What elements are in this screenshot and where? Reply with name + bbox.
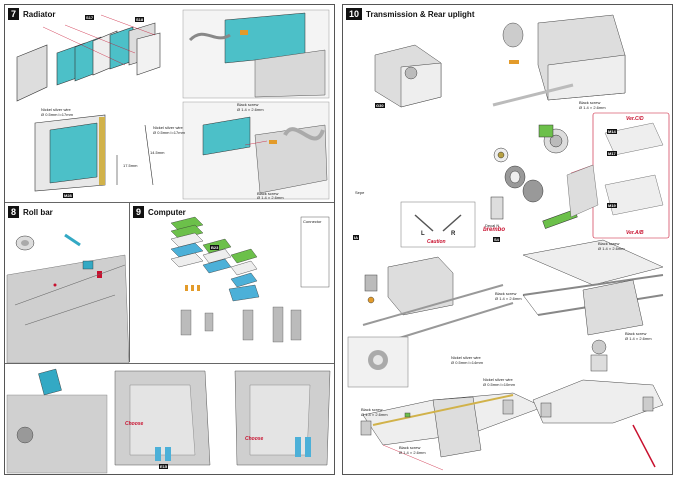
nickel-wire-label: Nickel silver wire: [153, 125, 183, 130]
black-screw-label: Black screw: [237, 102, 259, 107]
caution-label: Caution: [427, 239, 446, 245]
black-screw-spec: Ø 1.4 × 2.6mm: [399, 450, 426, 455]
black-screw-label: Black screw: [598, 241, 620, 246]
step-7-header: 7 Radiator: [8, 8, 55, 20]
part-code: M28: [63, 193, 73, 198]
black-screw-label: Black screw: [361, 407, 383, 412]
black-screw-spec: Ø 1.4 × 2.6mm: [625, 336, 652, 341]
black-screw-spec: Ø 1.4 × 2.6mm: [257, 195, 284, 200]
section-divider: [129, 202, 130, 362]
assembly-diagram-bottom: [6, 368, 331, 474]
instruction-page-left: 7 Radiator: [4, 4, 335, 475]
part-code: M14: [607, 129, 617, 134]
transmission-diagram: [347, 14, 670, 471]
caution-left-mark: L: [421, 231, 425, 237]
step-10-header: 10 Transmission & Rear uplight: [346, 8, 474, 20]
version-cd-title: Ver.C/D: [626, 116, 644, 122]
step-title: Transmission & Rear uplight: [366, 9, 475, 19]
nickel-wire-spec: Ø 0.5mm l=10mm: [483, 382, 515, 387]
part-code: M19: [607, 203, 617, 208]
connector-label: Connector: [303, 219, 322, 224]
section-divider: [5, 202, 334, 203]
roll-bar-diagram: [6, 233, 130, 364]
part-code: IA: [353, 235, 359, 240]
computer-diagram: [170, 216, 330, 343]
part-code: M17: [607, 151, 617, 156]
brembo-label: brembo: [483, 227, 506, 233]
step-number: 10: [346, 8, 363, 20]
dimension-label: 14.5mm: [150, 150, 165, 155]
black-screw-label: Black screw: [399, 445, 421, 450]
caution-right-mark: R: [451, 231, 456, 237]
step-8-header: 8 Roll bar: [8, 206, 53, 218]
part-code: S4: [493, 237, 500, 242]
step-title: Computer: [148, 207, 186, 217]
black-screw-label: Black screw: [257, 191, 279, 196]
dimension-label: 17.5mm: [123, 163, 138, 168]
radiator-diagram: [16, 9, 330, 200]
black-screw-label: Black screw: [579, 100, 601, 105]
black-screw-spec: Ø 1.4 × 2.6mm: [495, 296, 522, 301]
nickel-wire-label: Nickel silver wire: [41, 107, 71, 112]
step-title: Radiator: [23, 9, 56, 19]
choose-label: Choose: [125, 421, 144, 427]
version-ab-title: Ver.A/B: [626, 230, 644, 236]
step-number: 9: [133, 206, 145, 218]
step-9-header: 9 Computer: [133, 206, 186, 218]
instruction-page-right: 10 Transmission & Rear uplight: [342, 4, 673, 475]
part-code: G30: [375, 103, 385, 108]
nickel-wire-spec: Ø 0.5mm l=14mm: [451, 360, 483, 365]
step-title: Roll bar: [23, 207, 53, 217]
decal-label: Decal N: [485, 223, 500, 228]
part-code: S18: [135, 17, 145, 22]
nickel-wire-label: Nickel silver wire: [483, 377, 513, 382]
black-screw-label: Black screw: [625, 331, 647, 336]
nickel-wire-label: Nickel silver wire: [451, 355, 481, 360]
black-screw-spec: Ø 1.4 × 2.6mm: [361, 412, 388, 417]
black-screw-spec: Ø 1.4 × 2.6mm: [579, 105, 606, 110]
step-number: 7: [8, 8, 20, 20]
black-screw-spec: Ø 1.4 × 2.6mm: [598, 246, 625, 251]
black-screw-label: Black screw: [495, 291, 517, 296]
black-screw-spec: Ø 1.4 × 2.6mm: [237, 107, 264, 112]
section-divider: [5, 363, 334, 364]
nickel-wire-spec: Ø 0.5mm l=17mm: [41, 112, 73, 117]
nickel-wire-spec: Ø 0.5mm l=17mm: [153, 130, 185, 135]
part-code: S17: [85, 15, 95, 20]
choose-label: Choose: [245, 436, 264, 442]
part-code: B23: [210, 245, 220, 250]
sepe-label: Sepe: [355, 190, 365, 195]
part-code: E15: [159, 464, 169, 469]
step-number: 8: [8, 206, 20, 218]
